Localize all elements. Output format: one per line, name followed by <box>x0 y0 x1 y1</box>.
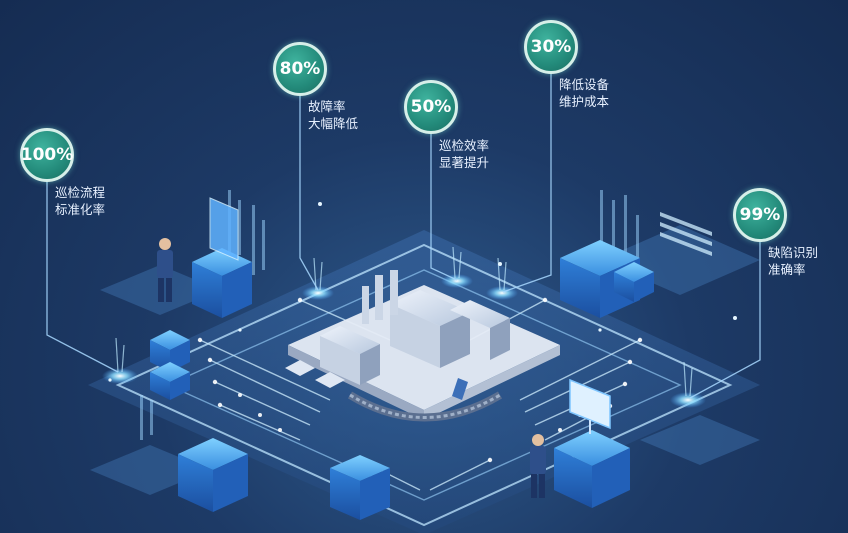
badge-connectors <box>46 68 761 399</box>
factory-complex <box>285 270 560 422</box>
person-right <box>530 434 546 498</box>
stat-label-line: 巡检流程 <box>55 185 106 200</box>
server-cube-bottom-right <box>554 430 630 508</box>
stat-label-line: 大幅降低 <box>308 116 359 131</box>
small-boxes-right <box>614 262 654 302</box>
stat-label-line: 故障率 <box>308 99 346 114</box>
stat-label-50: 巡检效率 显著提升 <box>439 137 489 171</box>
stat-label-line: 显著提升 <box>439 155 490 170</box>
tablet-device <box>209 197 239 261</box>
server-cube-bottom-left <box>178 438 248 512</box>
stat-badge-50: 50% <box>404 80 458 134</box>
stat-label-99: 缺陷识别 准确率 <box>768 244 818 278</box>
stat-label-line: 降低设备 <box>559 77 610 92</box>
stat-badge-100: 100% <box>20 128 74 182</box>
stat-badge-30: 30% <box>524 20 578 74</box>
stat-label-line: 巡检效率 <box>439 138 490 153</box>
stat-label-line: 维护成本 <box>559 94 610 109</box>
floor-outline <box>115 243 733 527</box>
stat-label-line: 缺陷识别 <box>768 245 819 260</box>
stat-label-100: 巡检流程 标准化率 <box>55 184 105 218</box>
stat-label-line: 标准化率 <box>55 202 106 217</box>
stat-label-80: 故障率 大幅降低 <box>308 98 358 132</box>
data-bars-right <box>660 212 712 256</box>
stat-label-30: 降低设备 维护成本 <box>559 76 609 110</box>
person-left <box>157 238 173 302</box>
floor-inner-outline <box>166 269 682 501</box>
small-boxes-left <box>150 330 190 400</box>
stat-label-line: 准确率 <box>768 262 806 277</box>
glow-nodes <box>102 274 706 408</box>
sparkles <box>108 202 737 382</box>
stat-badge-80: 80% <box>273 42 327 96</box>
monitor-device <box>569 378 611 434</box>
stat-badge-99: 99% <box>733 188 787 242</box>
server-cube-left <box>192 248 252 318</box>
server-rack-bottom <box>330 455 390 520</box>
